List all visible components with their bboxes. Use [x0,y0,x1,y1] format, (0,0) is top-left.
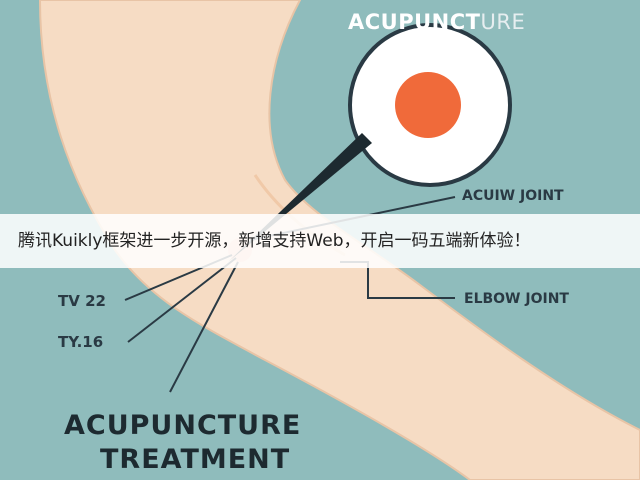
news-banner[interactable]: 腾讯Kuikly框架进一步开源，新增支持Web，开启一码五端新体验！ [0,214,640,268]
treatment-title-line1: ACUPUNCTURE [64,410,302,441]
tv22-label: TV 22 [58,292,106,310]
title-part-1: ACUPUNCT [348,10,481,34]
elbow-joint-label: ELBOW JOINT [464,291,569,307]
acuiw-joint-label: ACUIW JOINT [462,188,564,204]
treatment-title-line2: TREATMENT [100,444,291,475]
treatment-leader [169,261,239,393]
ty16-leader [127,257,237,343]
news-banner-text[interactable]: 腾讯Kuikly框架进一步开源，新增支持Web，开启一码五端新体验！ [18,231,531,251]
page-title: ACUPUNCTURE [348,10,525,34]
acupoint-dot [395,72,461,138]
title-part-2: URE [480,10,526,34]
ty16-label: TY.16 [58,333,104,351]
